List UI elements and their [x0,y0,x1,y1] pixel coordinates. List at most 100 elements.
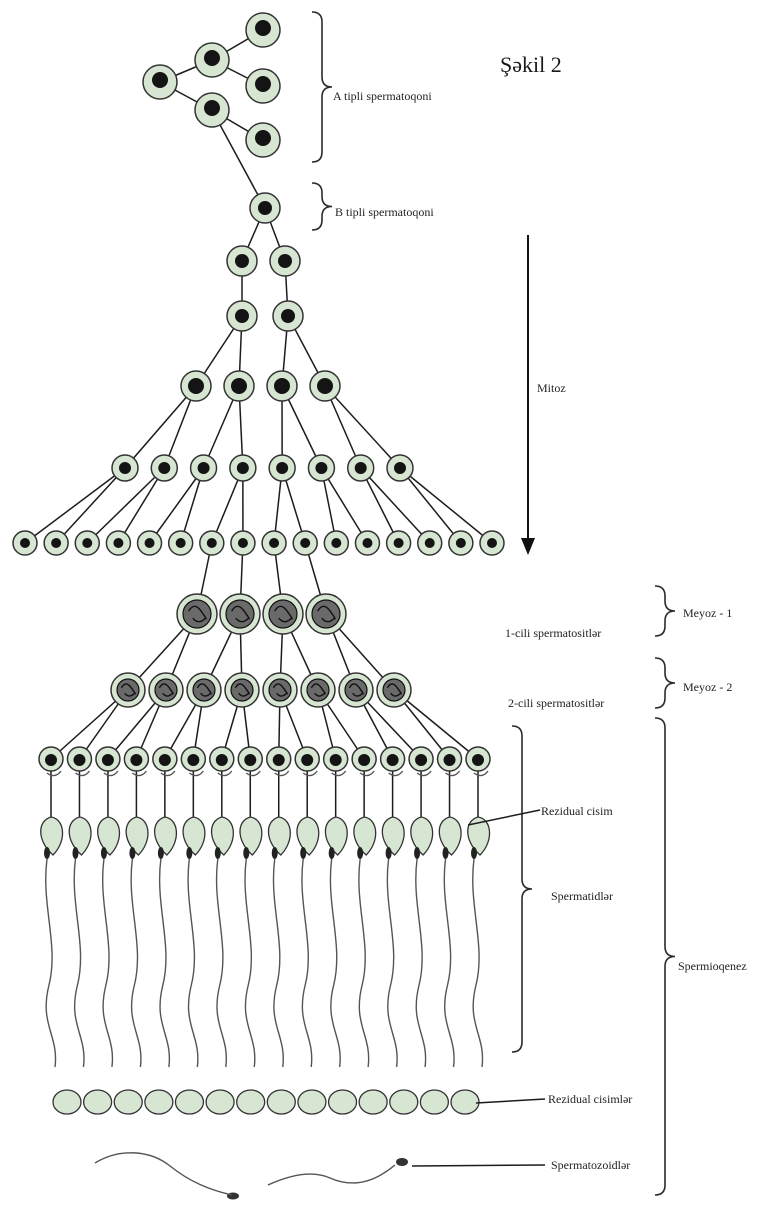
chromatin-strand [316,605,336,623]
early-spermatid [465,746,491,772]
mitosis-arrow [521,235,535,555]
spermatid-acrosome [217,770,233,777]
nucleus [158,754,171,766]
residual-cytoplasm [153,816,178,856]
early-spermatid [351,746,377,772]
chromatin-strand [386,683,402,697]
nucleus [269,538,280,548]
nucleus [130,754,143,766]
nucleus [20,538,30,548]
nucleus [237,538,248,548]
mitosis-link [399,467,462,544]
mitotic-spermatogonium [323,530,350,556]
mitotic-spermatogonium [309,370,341,402]
a-type-spermatogonium [194,42,230,78]
residual-cytoplasm [296,816,320,856]
nucleus [329,754,342,766]
label-residual-body: Rezidual cisim [541,804,613,818]
nucleus [278,254,292,268]
sperm-tail [472,858,484,1068]
mitotic-spermatogonium [386,454,414,482]
residual-body [174,1089,205,1115]
sperm-head [129,847,136,859]
spermatid-acrosome [75,770,91,777]
nucleus [204,50,220,66]
a-type-spermatogonium [245,68,281,104]
spermatid-acrosome [188,770,204,777]
residual-cytoplasm [125,816,149,856]
sperm-tail [272,858,284,1068]
mitotic-spermatogonium [307,454,336,482]
nucleus [113,538,124,548]
sperm-head [471,847,477,859]
sperm-head [271,847,278,859]
spermatid-acrosome [245,770,261,777]
chromatin-strand [230,605,250,623]
a-to-b-link [211,109,266,209]
sperm-tail [244,858,256,1068]
mitotic-spermatogonium [223,370,255,402]
nucleus [175,538,186,548]
chromatin-nucleus [268,599,298,629]
residual-body [236,1089,266,1115]
elongating-spermatid [438,816,462,1068]
nucleus [358,754,371,766]
nucleus [272,754,285,766]
sperm-tail [415,858,427,1068]
early-spermatid [123,746,150,772]
early-spermatid [408,746,434,772]
sperm-head [243,847,250,859]
nucleus [354,462,367,474]
nucleus [82,538,93,548]
sperm-tail [301,858,313,1068]
chromatin-nucleus [382,678,406,702]
sperm-head [328,847,335,859]
mitotic-spermatogonium [199,530,225,556]
residual-cytoplasm [267,816,291,856]
nucleus [158,462,171,474]
mitotic-spermatogonium [268,454,296,482]
sperm-head [72,847,79,859]
mitotic-spermatogonium [43,530,69,556]
sperm-tail [267,1164,396,1186]
secondary-spermatocyte [186,672,222,708]
nucleus [394,462,406,474]
early-spermatid [265,746,292,772]
bracket-layer [311,11,676,1196]
spermatid-acrosome [103,770,119,777]
sperm-head [186,847,193,859]
sperm-head [214,847,221,859]
mitosis-link [360,467,400,544]
cell-layer [12,12,505,1200]
chromatin-strand [310,683,326,697]
elongating-spermatid [97,816,121,1068]
sperm-head [44,847,50,859]
spermatid-acrosome [388,770,404,777]
nucleus [315,462,328,474]
early-spermatid [209,746,235,772]
residual-cytoplasm [182,816,206,856]
nucleus [274,378,290,394]
nucleus [362,538,373,548]
elongating-spermatid [381,816,405,1068]
elongating-spermatid [68,816,92,1068]
nucleus [281,309,295,323]
nucleus [231,378,247,394]
mitosis-link [117,467,165,544]
sperm-head [442,847,449,859]
mitotic-spermatogonium [136,530,163,556]
chromatin-strand [187,605,207,623]
residual-body [327,1089,358,1115]
residual-cytoplasm [353,816,377,856]
label-meiosis-1: Meyoz - 1 [683,606,732,620]
mitotic-spermatogonium [229,454,257,482]
sperm-tail [158,858,171,1068]
spermatid-acrosome [46,770,62,777]
residual-cytoplasm [324,816,348,856]
nucleus [487,538,497,548]
nucleus [51,538,62,548]
early-spermatid [237,746,264,772]
residual-body [113,1089,143,1115]
early-spermatid [322,746,349,772]
mitosis-link [124,385,197,469]
